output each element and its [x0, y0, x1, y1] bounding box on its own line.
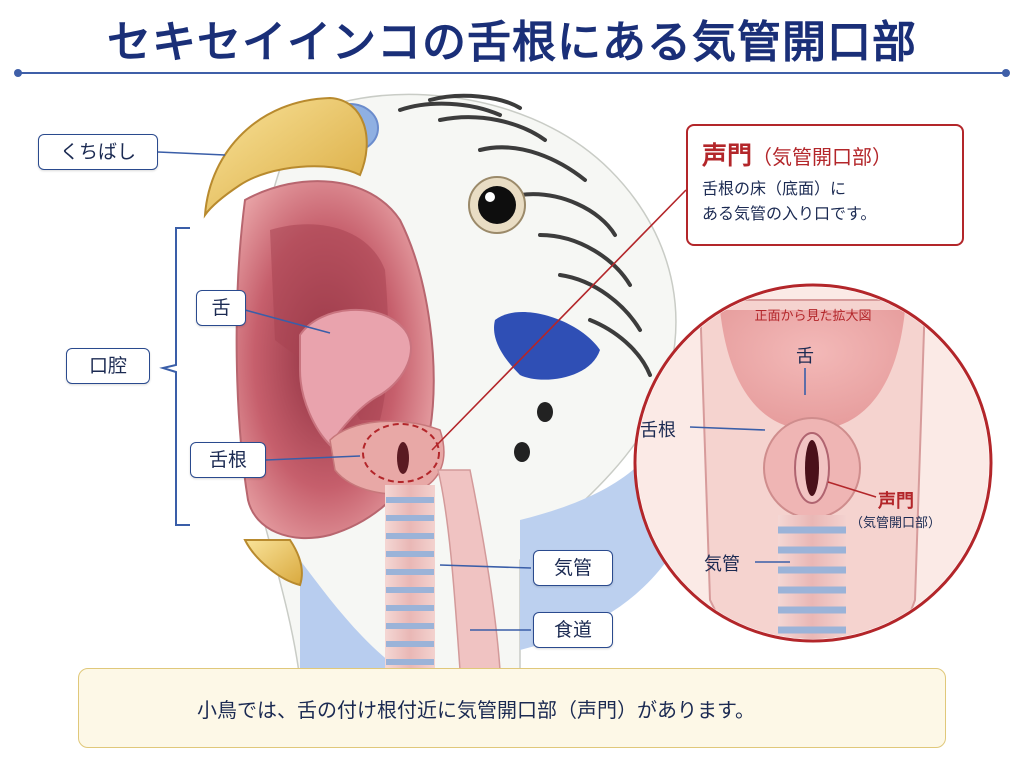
- glottis: [397, 442, 409, 474]
- label-trachea: 気管: [533, 550, 613, 586]
- oral-cavity-bracket: [159, 227, 190, 526]
- zoom-glottis: [805, 440, 819, 496]
- label-tongue-root: 舌根: [190, 442, 266, 478]
- zoom-label-tongue-root: 舌根: [640, 420, 676, 441]
- callout-leader: [431, 189, 687, 451]
- zoom-label-tongue: 舌: [796, 346, 814, 367]
- upper-beak: [203, 96, 368, 219]
- zoom-glottis-leader: [827, 481, 877, 498]
- label-beak: くちばし: [38, 134, 158, 170]
- leader-lines: [157, 151, 532, 631]
- zoom-label-glottis: 声門: [878, 491, 914, 512]
- callout-desc-1: 舌根の床（底面）に: [702, 179, 847, 198]
- zoom-caption: 正面から見た拡大図: [754, 309, 872, 324]
- zoom-label-trachea: 気管: [704, 554, 740, 575]
- label-esophagus: 食道: [533, 612, 613, 648]
- glottis-callout: 声門（気管開口部） 舌根の床（底面）に ある気管の入り口です。: [686, 124, 964, 246]
- zoom-trachea-rings: [778, 526, 846, 634]
- tongue: [299, 309, 412, 447]
- callout-heading: 声門: [702, 141, 753, 170]
- zoom-label-glottis-paren: （気管開口部）: [850, 516, 942, 531]
- label-tongue: 舌: [196, 290, 246, 326]
- note-text: 小鳥では、舌の付け根付近に気管開口部（声門）があります。: [197, 698, 755, 722]
- head-stripes: [398, 93, 652, 377]
- zoom-leader-lines: [689, 368, 806, 563]
- note-box: 小鳥では、舌の付け根付近に気管開口部（声門）があります。: [78, 668, 946, 748]
- title-divider: [14, 69, 1010, 77]
- callout-desc-2: ある気管の入り口です。: [702, 204, 877, 223]
- label-oral-cavity: 口腔: [66, 348, 150, 384]
- trachea-rings: [386, 497, 434, 665]
- page-title: セキセイインコの舌根にある気管開口部: [107, 17, 917, 68]
- callout-heading-paren: （気管開口部）: [752, 145, 893, 169]
- lower-beak: [243, 539, 303, 587]
- glottis-highlight: [362, 423, 440, 483]
- zoom-tongue: [720, 310, 905, 430]
